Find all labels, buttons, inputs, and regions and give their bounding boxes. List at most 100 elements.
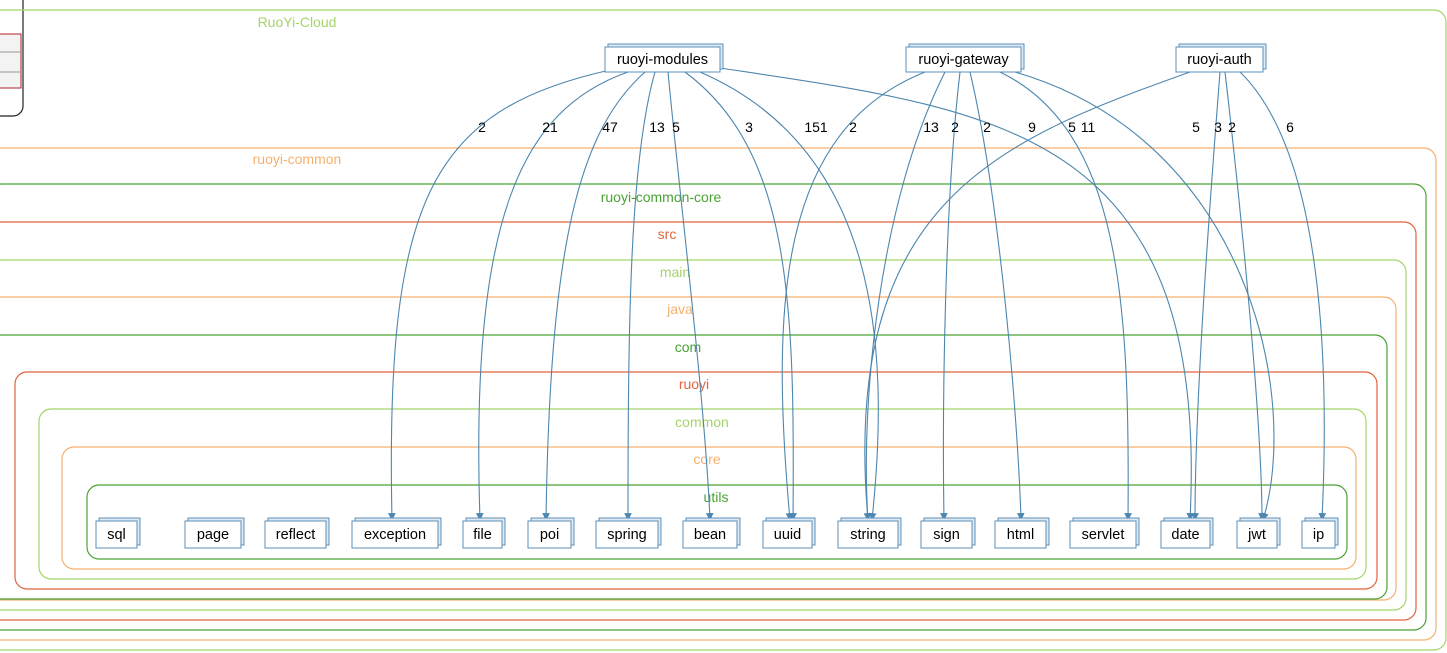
- package-node-reflect[interactable]: reflect: [264, 517, 330, 549]
- node-box: [604, 46, 721, 73]
- package-label: spring: [607, 527, 647, 543]
- package-node-file[interactable]: file: [462, 517, 506, 549]
- edge-ruoyi-modules-to-poi[interactable]: [542, 71, 646, 521]
- package-label: ip: [1313, 527, 1324, 543]
- package-node-servlet[interactable]: servlet: [1069, 517, 1140, 549]
- edge-ruoyi-modules-to-string[interactable]: [699, 71, 879, 521]
- package-label: file: [473, 527, 492, 543]
- container-label: com: [675, 339, 701, 355]
- package-node-sign[interactable]: sign: [920, 517, 976, 549]
- node-box: [905, 46, 1022, 73]
- package-node-spring[interactable]: spring: [595, 517, 662, 549]
- container-border: [61, 446, 1357, 570]
- edge-count-label: 11: [1081, 119, 1096, 135]
- edge-ruoyi-auth-to-string[interactable]: [863, 71, 1191, 521]
- package-node-html[interactable]: html: [994, 517, 1050, 549]
- node-box: [264, 520, 327, 549]
- package-label: exception: [364, 527, 426, 543]
- package-label: string: [850, 527, 885, 543]
- node-box: [1160, 520, 1211, 549]
- edge-ruoyi-auth-to-ip[interactable]: [1239, 71, 1327, 521]
- node-box: [351, 520, 439, 549]
- package-label: servlet: [1082, 527, 1125, 543]
- container-label: common: [675, 414, 729, 430]
- container-label: java: [666, 301, 693, 317]
- container-border: [0, 259, 1407, 611]
- package-label: uuid: [774, 527, 801, 543]
- edge-ruoyi-modules-to-spring[interactable]: [624, 71, 656, 521]
- edge-count-label: 5: [672, 119, 680, 135]
- edge-ruoyi-modules-to-exception[interactable]: [388, 69, 611, 521]
- container-utils: utils: [86, 484, 1348, 560]
- container-border: [14, 371, 1378, 590]
- container-border: [38, 408, 1367, 580]
- edge-ruoyi-auth-to-jwt[interactable]: [1224, 71, 1266, 521]
- package-node-bean[interactable]: bean: [682, 517, 741, 549]
- module-label: ruoyi-modules: [617, 52, 708, 68]
- container-ruoyi-cloud: RuoYi-Cloud: [0, 9, 1447, 651]
- package-label: poi: [540, 527, 559, 543]
- edge-count-label: 5: [1068, 119, 1076, 135]
- package-label: date: [1171, 527, 1199, 543]
- node-box: [762, 520, 813, 549]
- package-node-exception[interactable]: exception: [351, 517, 442, 549]
- container-border: [0, 183, 1427, 631]
- package-node-uuid[interactable]: uuid: [762, 517, 816, 549]
- package-label: bean: [694, 527, 726, 543]
- edge-ruoyi-modules-to-file[interactable]: [475, 71, 629, 521]
- container-label: ruoyi: [679, 376, 709, 392]
- node-box: [1301, 520, 1336, 549]
- module-label: ruoyi-auth: [1187, 52, 1251, 68]
- node-box: [1236, 520, 1278, 549]
- edge-ruoyi-gateway-to-sign[interactable]: [940, 71, 961, 521]
- edge-ruoyi-modules-to-bean[interactable]: [667, 71, 714, 521]
- module-label: ruoyi-gateway: [918, 52, 1009, 68]
- container-label: ruoyi-common-core: [601, 189, 722, 205]
- node-box: [595, 520, 659, 549]
- container-common: common: [38, 408, 1367, 580]
- edge-count-label: 5: [1192, 119, 1200, 135]
- module-node-ruoyi-modules[interactable]: ruoyi-modules: [604, 43, 724, 73]
- edge-count-label: 2: [1228, 119, 1236, 135]
- edge-count-label: 151: [804, 119, 828, 135]
- container-border: [86, 484, 1348, 560]
- node-box: [462, 520, 503, 549]
- edge-ruoyi-auth-to-date[interactable]: [1191, 71, 1221, 521]
- edge-count-label: 2: [849, 119, 857, 135]
- package-label: sign: [933, 527, 960, 543]
- container-ruoyi-common-core: ruoyi-common-core: [0, 183, 1427, 631]
- minimap-panel[interactable]: [0, 0, 24, 117]
- edge-count-label: 13: [923, 119, 939, 135]
- edge-ruoyi-modules-to-date[interactable]: [719, 67, 1195, 521]
- package-node-page[interactable]: page: [184, 517, 245, 549]
- module-node-ruoyi-auth[interactable]: ruoyi-auth: [1175, 43, 1267, 73]
- container-border: [0, 9, 1447, 651]
- edge-ruoyi-gateway-to-html[interactable]: [969, 71, 1025, 521]
- package-node-string[interactable]: string: [837, 517, 902, 549]
- edge-ruoyi-gateway-to-uuid[interactable]: [781, 71, 926, 521]
- edge-ruoyi-modules-to-uuid[interactable]: [684, 71, 797, 521]
- container-src: src: [0, 221, 1417, 621]
- edge-ruoyi-gateway-to-jwt[interactable]: [1014, 71, 1275, 521]
- package-node-sql[interactable]: sql: [95, 517, 141, 549]
- container-label: utils: [704, 489, 729, 505]
- edge-ruoyi-gateway-to-string[interactable]: [863, 71, 946, 521]
- package-node-date[interactable]: date: [1160, 517, 1214, 549]
- package-label: html: [1007, 527, 1034, 543]
- edge-ruoyi-gateway-to-servlet[interactable]: [999, 71, 1132, 521]
- node-box: [994, 520, 1047, 549]
- edge-count-label: 3: [745, 119, 753, 135]
- node-box: [184, 520, 242, 549]
- package-node-poi[interactable]: poi: [527, 517, 575, 549]
- package-node-ip[interactable]: ip: [1301, 517, 1339, 549]
- package-node-jwt[interactable]: jwt: [1236, 517, 1281, 549]
- container-label: src: [658, 226, 677, 242]
- container-core: core: [61, 446, 1357, 570]
- edge-count-label: 2: [951, 119, 959, 135]
- container-border: [0, 147, 1437, 641]
- package-label: reflect: [276, 527, 316, 543]
- module-node-ruoyi-gateway[interactable]: ruoyi-gateway: [905, 43, 1025, 73]
- edge-count-label: 3: [1214, 119, 1222, 135]
- container-ruoyi: ruoyi: [14, 371, 1378, 590]
- container-main: main: [0, 259, 1407, 611]
